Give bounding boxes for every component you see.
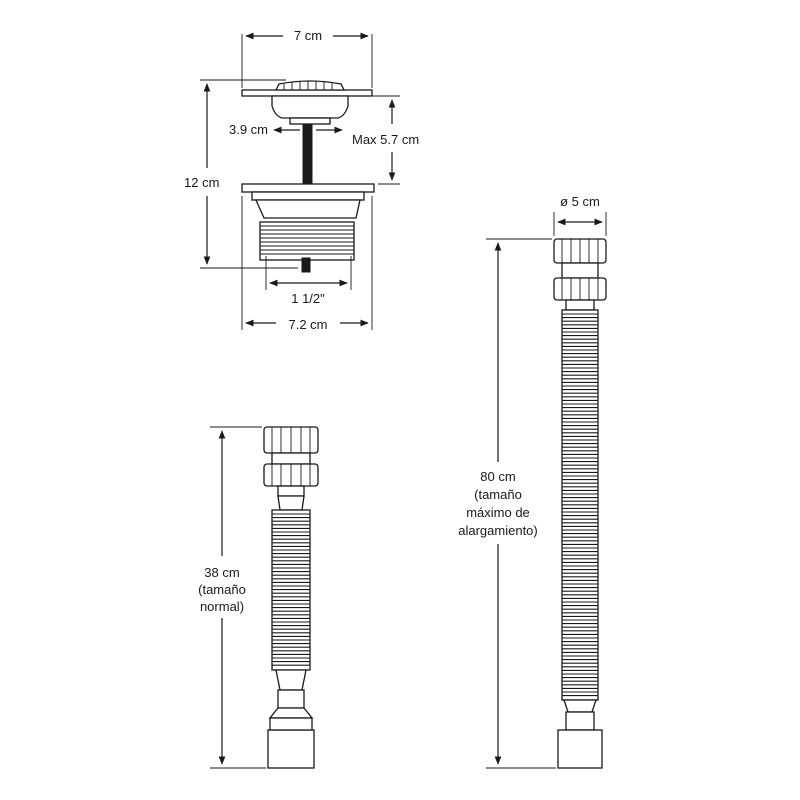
stopper-rod	[302, 123, 313, 185]
long-hose: ø 5 cm 80 cm (tamaño máximo de alargamie…	[458, 194, 607, 769]
long-hose-end-tube	[557, 729, 603, 769]
short-hose-length-line-1: 38 cm	[204, 565, 239, 580]
top-flange	[241, 89, 373, 97]
short-hose-end-tube	[267, 729, 315, 769]
stopper-cap	[274, 80, 346, 91]
drain-pin	[301, 257, 311, 273]
short-hose-length-line-2: (tamaño	[198, 582, 246, 597]
flange-inner-label: 3.9 cm	[229, 122, 268, 137]
thread-ribs	[260, 225, 354, 255]
drain-valve: 7 cm 3.9 cm Max 5.7 cm 12 cm 1 1/2" 7.2 …	[184, 28, 419, 332]
long-hose-length-line-4: alargamiento)	[458, 523, 538, 538]
long-hose-diameter-label: ø 5 cm	[560, 194, 600, 209]
short-hose-ribs	[272, 513, 310, 666]
max-height-label: Max 5.7 cm	[352, 132, 419, 147]
long-hose-ribs	[562, 313, 598, 697]
short-hose: 38 cm (tamaño normal)	[198, 426, 319, 769]
sink-flange	[241, 183, 375, 193]
short-hose-length-line-3: normal)	[200, 599, 244, 614]
thread-size-label: 1 1/2"	[291, 291, 325, 306]
long-hose-length-line-3: máximo de	[466, 505, 530, 520]
stopper-body	[271, 95, 349, 119]
drain-body	[254, 199, 361, 219]
long-hose-length-line-1: 80 cm	[480, 469, 515, 484]
long-hose-length-line-2: (tamaño	[474, 487, 522, 502]
drain-width-bottom-label: 7.2 cm	[288, 317, 327, 332]
drain-width-top-label: 7 cm	[294, 28, 322, 43]
total-height-label: 12 cm	[184, 175, 219, 190]
